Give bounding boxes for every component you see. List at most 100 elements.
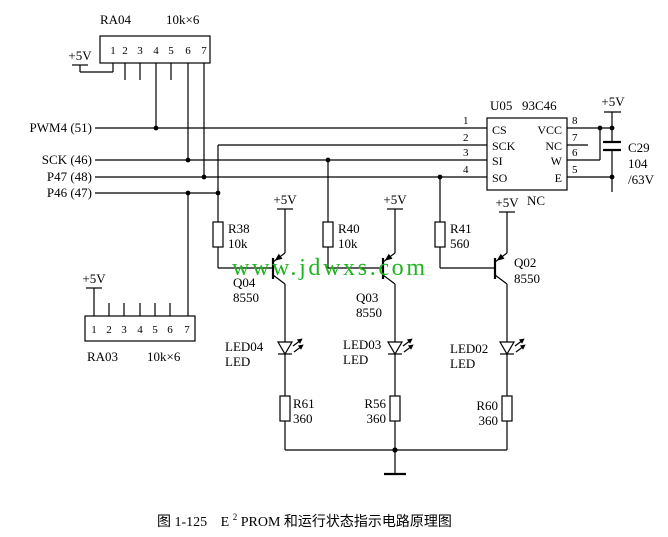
ra03-pin-number: 3 <box>121 324 127 336</box>
led-diode-icon <box>386 341 404 356</box>
r60-value: 360 <box>479 413 499 428</box>
u05-pin-name: SI <box>492 154 503 168</box>
r61-ref: R61 <box>293 396 315 411</box>
light-arrow-head <box>406 338 413 344</box>
junction-dot <box>609 125 615 131</box>
r56-ref: R56 <box>364 396 386 411</box>
ra04-supply-label: +5V <box>68 48 92 63</box>
signal-label-p47: P47 (48) <box>47 169 92 184</box>
signal-label-p46: P46 (47) <box>47 185 92 200</box>
q02-supply-label: +5V <box>495 195 519 210</box>
ra04-ref: RA04 <box>100 12 132 27</box>
u05-part: 93C46 <box>522 98 557 113</box>
led-diode-icon <box>498 341 516 356</box>
light-arrow-head <box>297 344 304 350</box>
r38-ref: R38 <box>228 221 250 236</box>
u05-pin-name: W <box>551 154 563 168</box>
led04-type: LED <box>225 354 250 369</box>
light-arrow-head <box>519 344 526 350</box>
watermark: www.jdwxs.com <box>232 255 425 281</box>
resistor-array-ra03: +5V 1 2 3 4 5 6 7 RA03 10k×6 <box>82 193 196 364</box>
ra03-pin-number: 6 <box>167 324 173 336</box>
driver-q04: +5V Q04 8550 LED04 LED R61 360 <box>225 192 315 450</box>
ra04-pin-number: 4 <box>153 45 159 57</box>
u05-body <box>486 117 568 191</box>
u05-pin-number: 2 <box>463 132 469 144</box>
ra04-pin-number: 2 <box>122 45 128 57</box>
resistor-r41 <box>434 221 446 248</box>
q03-ref: Q03 <box>356 290 378 305</box>
u05-pin-name: E <box>555 171 562 185</box>
u05-ref: U05 <box>490 98 512 113</box>
c29-value: 104 <box>628 156 648 171</box>
signal-label-sck: SCK (46) <box>42 152 92 167</box>
light-arrow-head <box>296 338 303 344</box>
c29-rating: /63V <box>628 172 655 187</box>
ra03-pin-number: 7 <box>184 324 190 336</box>
emitter-arrow-icon <box>384 253 393 261</box>
u05-supply-label: +5V <box>601 94 625 109</box>
led04-ref: LED04 <box>225 339 264 354</box>
resistor-array-ra04: RA04 10k×6 1 2 3 4 5 6 7 +5V <box>68 12 211 177</box>
ra04-pin-number: 5 <box>168 45 174 57</box>
led02-type: LED <box>450 356 475 371</box>
u05-pin-number: 5 <box>572 164 578 176</box>
q04-part: 8550 <box>233 290 259 305</box>
light-arrow-head <box>518 338 525 344</box>
light-arrow-head <box>407 344 414 350</box>
junction-dot <box>153 125 159 131</box>
ra03-ref: RA03 <box>87 349 118 364</box>
junction-dot <box>597 125 603 131</box>
c29-ref: C29 <box>628 140 650 155</box>
u05-pin-name: CS <box>492 123 507 137</box>
emitter-arrow-icon <box>496 253 505 261</box>
ra03-supply-label: +5V <box>82 271 106 286</box>
capacitor-c29: C29 104 /63V <box>603 140 655 192</box>
eeprom-u05: U05 93C46 1 2 3 4 CS SCK SI SO VCC NC W … <box>463 94 625 208</box>
r61-value: 360 <box>293 411 313 426</box>
r41-value: 560 <box>450 236 470 251</box>
resistor-r60 <box>501 395 513 422</box>
caption-prefix: E <box>221 515 230 530</box>
ra04-pin-number: 1 <box>110 45 116 57</box>
junction-dot <box>201 174 207 180</box>
u05-pin-number: 6 <box>572 147 578 159</box>
ra03-body <box>84 315 196 342</box>
caption-superscript: 2 <box>233 512 238 522</box>
u05-nc-label: NC <box>527 193 545 208</box>
r56-value: 360 <box>367 411 387 426</box>
ra04-value: 10k×6 <box>166 12 200 27</box>
q04-supply-label: +5V <box>273 192 297 207</box>
signal-nets: PWM4 (51) SCK (46) P47 (48) P46 (47) <box>30 120 487 222</box>
q04-ref: Q04 <box>233 275 256 290</box>
ra03-pin-number: 1 <box>91 324 97 336</box>
r40-value: 10k <box>338 236 358 251</box>
r40-ref: R40 <box>338 221 360 236</box>
signal-label-pwm4: PWM4 (51) <box>30 120 92 135</box>
u05-pin-number: 8 <box>572 115 578 127</box>
resistor-r38 <box>212 221 224 248</box>
resistor-r40 <box>322 221 334 248</box>
transistor-collector <box>494 274 508 285</box>
junction-dot <box>325 157 331 163</box>
figure-caption: 图 1-125 E 2 PROM 和运行状态指示电路原理图 <box>157 509 452 530</box>
r38-value: 10k <box>228 236 248 251</box>
u05-pin-number: 3 <box>463 147 469 159</box>
q03-part: 8550 <box>356 305 382 320</box>
ground-bus <box>285 447 507 476</box>
transistor-collector <box>382 274 396 285</box>
u05-pin-name: NC <box>545 139 562 153</box>
driver-q02: +5V Q02 8550 LED02 LED R60 360 <box>450 195 540 450</box>
u05-pin-name: VCC <box>537 123 562 137</box>
ra03-pin-number: 4 <box>137 324 143 336</box>
r41-ref: R41 <box>450 221 472 236</box>
r60-ref: R60 <box>476 398 498 413</box>
junction-dot <box>437 174 443 180</box>
caption-figure-number: 图 1-125 <box>157 515 207 530</box>
q02-part: 8550 <box>514 271 540 286</box>
q03-supply-label: +5V <box>383 192 407 207</box>
emitter-arrow-icon <box>274 253 283 261</box>
transistor-q03 <box>381 209 414 450</box>
base-resistors: R38 10k R40 10k R41 560 <box>212 221 495 269</box>
